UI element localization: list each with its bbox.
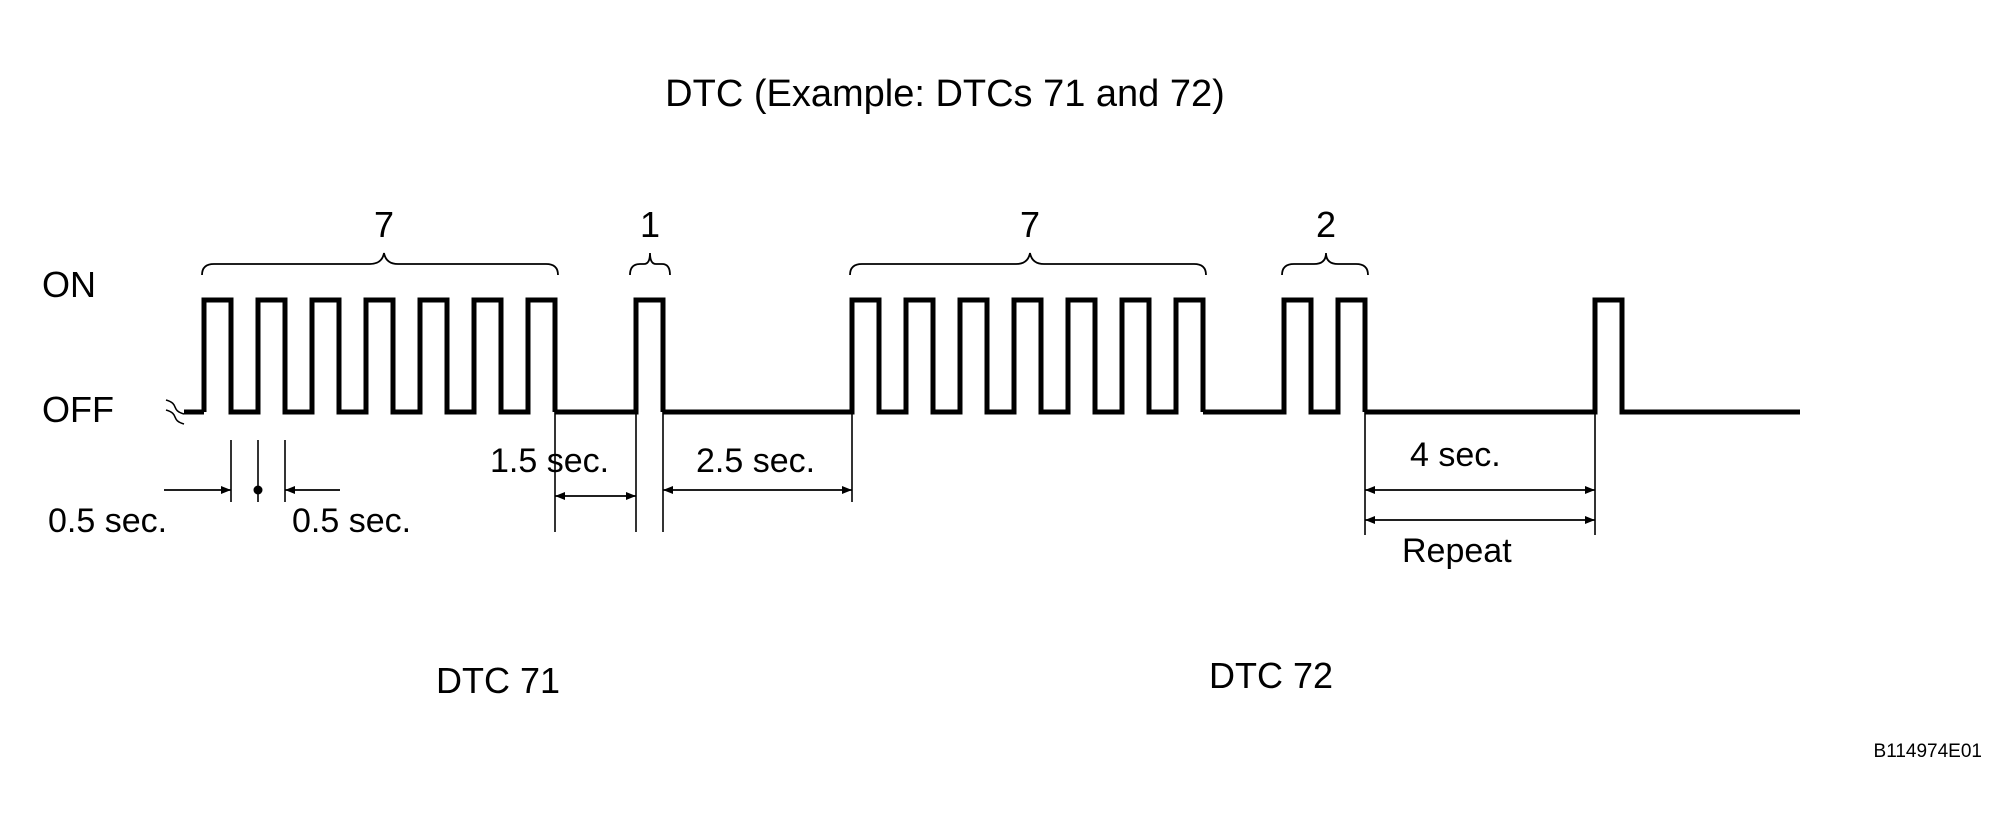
group-count-1: 1 (640, 204, 660, 245)
dim-label-repeat-gap: 4 sec. (1410, 436, 1501, 474)
group-brace-2: 2 (1281, 204, 1369, 276)
repeat-pulse (1365, 297, 1800, 415)
dim-label-repeat: Repeat (1402, 532, 1512, 570)
group-count-7b: 7 (1020, 204, 1040, 245)
diagram-title: DTC (Example: DTCs 71 and 72) (665, 73, 1225, 115)
off-label: OFF (42, 389, 114, 430)
dim-label-digit-gap: 1.5 sec. (490, 442, 609, 480)
dim-0-5-sec: 0.5 sec. 0.5 sec. (48, 440, 411, 540)
dim-label-pulse-on: 0.5 sec. (48, 502, 167, 540)
group-count-7a: 7 (374, 204, 394, 245)
pulse-train-1 (555, 297, 666, 415)
break-symbol (165, 399, 185, 425)
group-brace-1: 1 (629, 204, 671, 276)
pulse-train-7a (201, 297, 558, 415)
group-brace-7b: 7 (849, 204, 1207, 276)
dtc-72-label: DTC 72 (1209, 655, 1333, 696)
signal-waveform (184, 297, 1800, 415)
dim-1-5-sec: 1.5 sec. (490, 412, 664, 532)
dtc-71-label: DTC 71 (436, 660, 560, 701)
pulse-train-2 (1203, 297, 1368, 415)
pulse-train-7b (663, 297, 1206, 415)
on-label: ON (42, 264, 96, 305)
dim-label-pulse-off: 0.5 sec. (292, 502, 411, 540)
figure-code: B114974E01 (1874, 741, 1982, 762)
group-brace-7a: 7 (201, 204, 559, 276)
group-count-2: 2 (1316, 204, 1336, 245)
dim-label-code-gap: 2.5 sec. (696, 442, 815, 480)
dim-2-5-sec: 2.5 sec. (663, 412, 853, 502)
dim-4-sec-repeat: 4 sec. Repeat (1364, 412, 1596, 570)
